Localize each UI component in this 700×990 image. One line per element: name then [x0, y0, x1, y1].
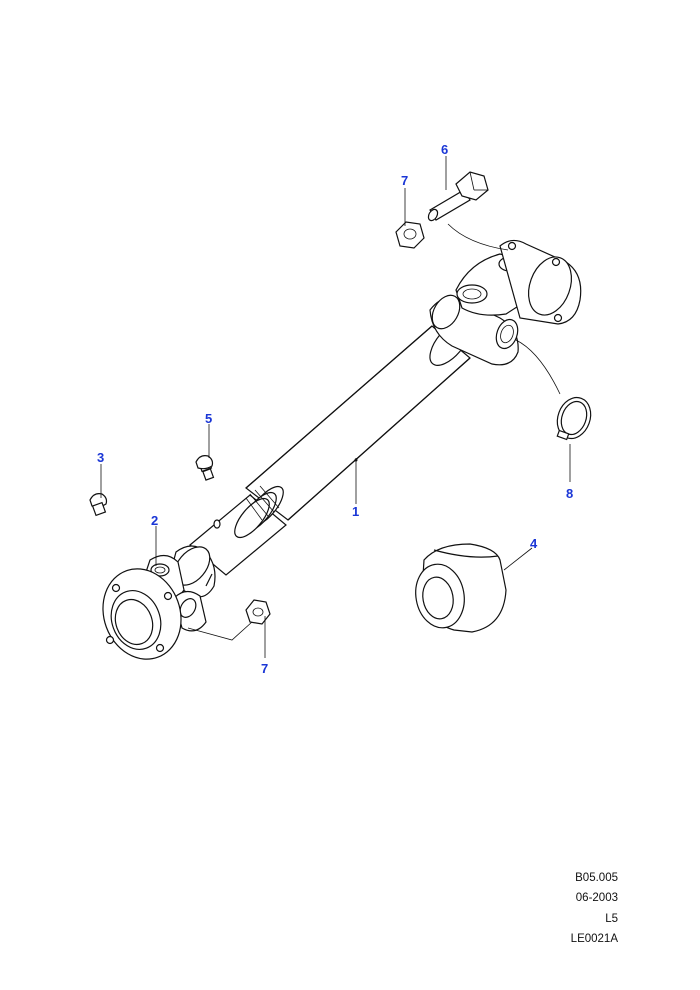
spline-sleeve	[189, 485, 287, 576]
grease-nipple-5	[195, 455, 215, 481]
footer-ref: B05.005	[575, 872, 618, 884]
callout-8: 8	[566, 486, 574, 501]
bolt	[427, 171, 489, 222]
front-flange	[102, 568, 182, 660]
lock-nut-bottom	[245, 599, 271, 625]
rear-flange	[499, 239, 582, 325]
callout-7-top: 7	[401, 173, 409, 188]
callout-6: 6	[441, 142, 449, 157]
callout-5: 5	[205, 411, 213, 426]
callout-2: 2	[151, 513, 159, 528]
leader-bolt-to-flange	[447, 223, 509, 251]
footer-code: L5	[605, 913, 618, 925]
callout-1: 1	[352, 504, 360, 519]
footer-date: 06-2003	[575, 892, 618, 904]
callout-7-bottom: 7	[261, 661, 269, 676]
leader-circlip-to-joint	[515, 339, 561, 395]
circlip	[556, 396, 592, 441]
leader-lines	[100, 156, 571, 658]
rubber-bush	[415, 543, 507, 633]
callout-3: 3	[97, 450, 105, 465]
grease-hole	[213, 519, 221, 529]
callout-4: 4	[530, 536, 538, 551]
footer-illustration-id: LE0021A	[570, 933, 618, 945]
front-universal-joint	[143, 545, 216, 632]
lock-nut-top	[395, 221, 425, 249]
leader-4	[503, 547, 533, 571]
leader-nut-to-yoke	[187, 621, 253, 641]
grease-nipple-3	[89, 493, 108, 517]
